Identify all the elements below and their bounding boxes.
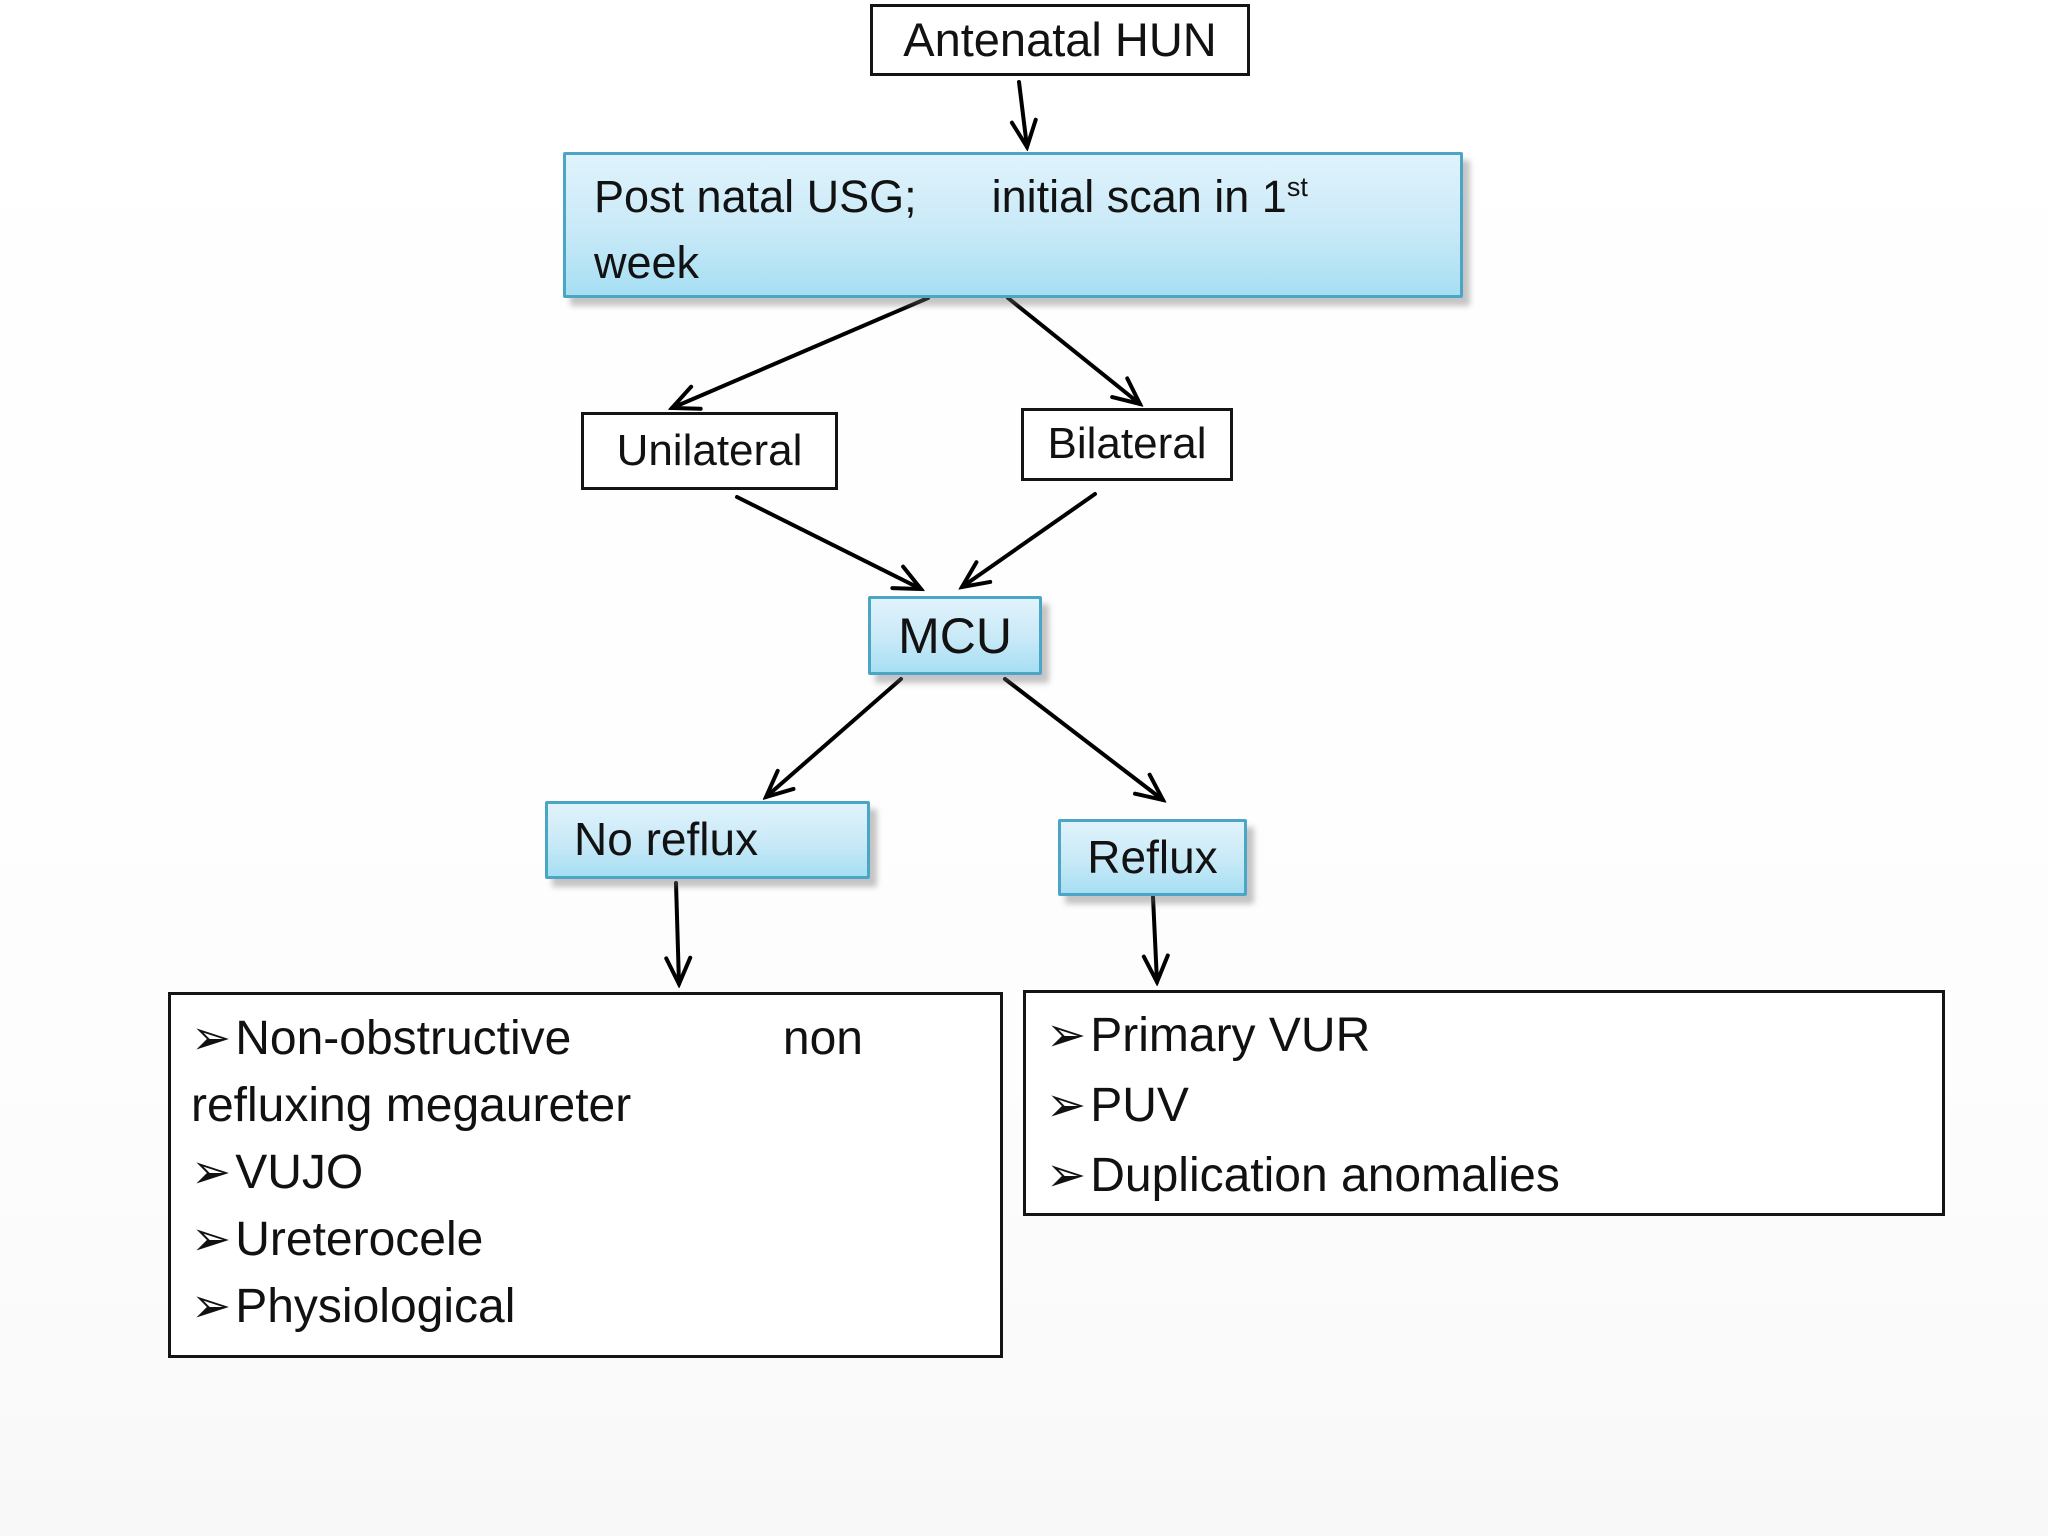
arrowhead-bullet-icon: ➢ (191, 1146, 232, 1199)
arrowhead-bullet-icon: ➢ (1046, 1149, 1087, 1202)
antenatal-hun-label: Antenatal HUN (903, 12, 1217, 66)
arrowhead-bullet-icon: ➢ (1046, 1079, 1087, 1132)
reflux-outcomes-box: ➢Primary VUR➢PUV➢Duplication anomalies (1023, 990, 1945, 1216)
arrowhead-bullet-icon: ➢ (191, 1012, 232, 1065)
usg-line1: Post natal USG; initial scan in 1st (594, 154, 1460, 230)
arrow-mcu-to-reflux (1003, 677, 1163, 800)
node-no-reflux: No reflux (545, 801, 870, 879)
bilateral-label: Bilateral (1047, 419, 1207, 469)
list-item-text: Ureterocele (235, 1213, 484, 1266)
node-reflux: Reflux (1058, 819, 1247, 896)
list-item: ➢Ureterocele (191, 1206, 980, 1273)
node-antenatal-hun: Antenatal HUN (870, 4, 1250, 76)
list-item: ➢VUJO (191, 1139, 980, 1206)
arrow-reflux-to-outcomes (1153, 895, 1157, 982)
list-item-text: Duplication anomalies (1090, 1149, 1560, 1202)
list-item: ➢Non-obstructive non refluxing megaureter (191, 1005, 980, 1139)
arrow-mcu-to-no-reflux (766, 677, 903, 797)
arrowhead-bullet-icon: ➢ (191, 1280, 232, 1333)
list-item-text: Physiological (235, 1280, 516, 1333)
arrowhead-bullet-icon: ➢ (1046, 1009, 1087, 1062)
list-item: ➢Primary VUR (1046, 1001, 1922, 1071)
mcu-label: MCU (898, 607, 1012, 664)
list-item: ➢Physiological (191, 1273, 980, 1340)
list-item: ➢Duplication anomalies (1046, 1141, 1922, 1211)
node-unilateral: Unilateral (581, 412, 838, 490)
list-item-text: PUV (1090, 1079, 1189, 1132)
usg-ordinal-superscript: st (1286, 172, 1308, 202)
postnatal-usg-label: Post natal USG; initial scan in 1st week (566, 154, 1460, 296)
usg-line2: week (594, 230, 1460, 296)
reflux-label: Reflux (1087, 830, 1218, 883)
list-item-text: Non-obstructive (235, 1012, 572, 1065)
node-mcu: MCU (868, 596, 1042, 675)
arrow-usg-to-bilateral (1006, 296, 1140, 404)
arrow-bilateral-to-mcu (962, 492, 1097, 587)
usg-line1-text: Post natal USG; initial scan in 1 (594, 171, 1287, 222)
node-bilateral: Bilateral (1021, 408, 1233, 481)
list-item: ➢PUV (1046, 1071, 1922, 1141)
list-item-text: non (782, 1012, 863, 1065)
arrow-usg-to-unilateral (672, 296, 930, 408)
unilateral-label: Unilateral (616, 425, 803, 475)
list-item-text: VUJO (235, 1146, 364, 1199)
arrow-unilateral-to-mcu (735, 495, 921, 589)
arrowhead-bullet-icon: ➢ (191, 1213, 232, 1266)
list-item-text: Primary VUR (1090, 1009, 1371, 1062)
list-item-continuation: refluxing megaureter (191, 1079, 632, 1132)
arrow-no-reflux-to-outcomes (676, 881, 679, 984)
node-postnatal-usg: Post natal USG; initial scan in 1st week (563, 152, 1463, 298)
arrow-antenatal-to-usg (1019, 80, 1027, 147)
no-reflux-label: No reflux (574, 813, 759, 866)
usg-line2-text: week (594, 237, 700, 288)
reflux-outcomes-list: ➢Primary VUR➢PUV➢Duplication anomalies (1046, 1001, 1922, 1211)
